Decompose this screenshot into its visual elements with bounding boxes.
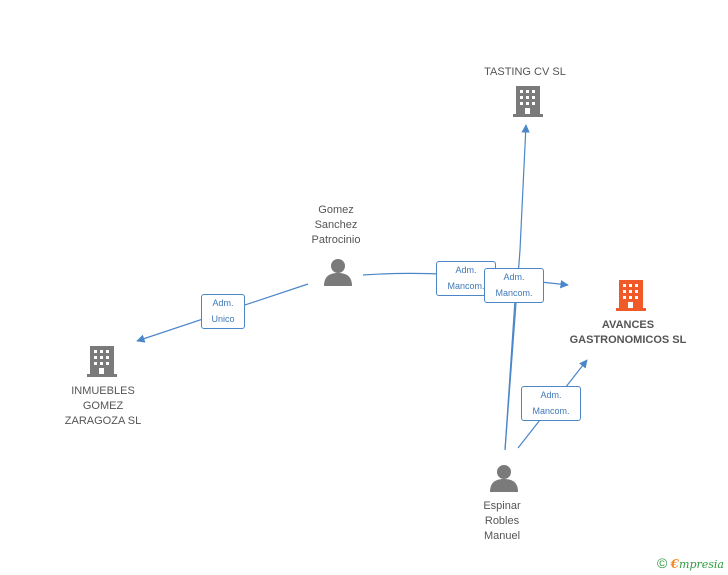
building-icon	[616, 280, 646, 311]
node-label-espinar[interactable]: Espinar Robles Manuel	[483, 500, 521, 542]
edge-label-adm-mancom[interactable]: Adm. Mancom.	[521, 386, 581, 421]
edge-label-adm-mancom[interactable]: Adm. Mancom.	[484, 268, 544, 303]
node-label-inmuebles[interactable]: INMUEBLES GOMEZ ZARAGOZA SL	[64, 385, 142, 427]
empresia-logo: © €mpresia	[657, 555, 724, 571]
edge-espinar-gomez-avances	[504, 299, 516, 451]
node-label-gomez[interactable]: Gomez Sanchez Patrocinio	[311, 204, 361, 246]
brand-name: mpresia	[679, 558, 724, 571]
person-icon	[490, 465, 518, 492]
building-icon	[87, 346, 117, 377]
brand-initial: €	[670, 557, 680, 571]
person-icon	[324, 259, 352, 286]
building-icon	[513, 86, 543, 117]
node-label-tasting[interactable]: TASTING CV SL	[484, 66, 566, 78]
node-label-avances[interactable]: AVANCES GASTRONOMICOS SL	[569, 319, 687, 346]
edge-label-adm-unico[interactable]: Adm. Unico	[201, 294, 245, 329]
copyright-symbol: ©	[657, 555, 668, 571]
